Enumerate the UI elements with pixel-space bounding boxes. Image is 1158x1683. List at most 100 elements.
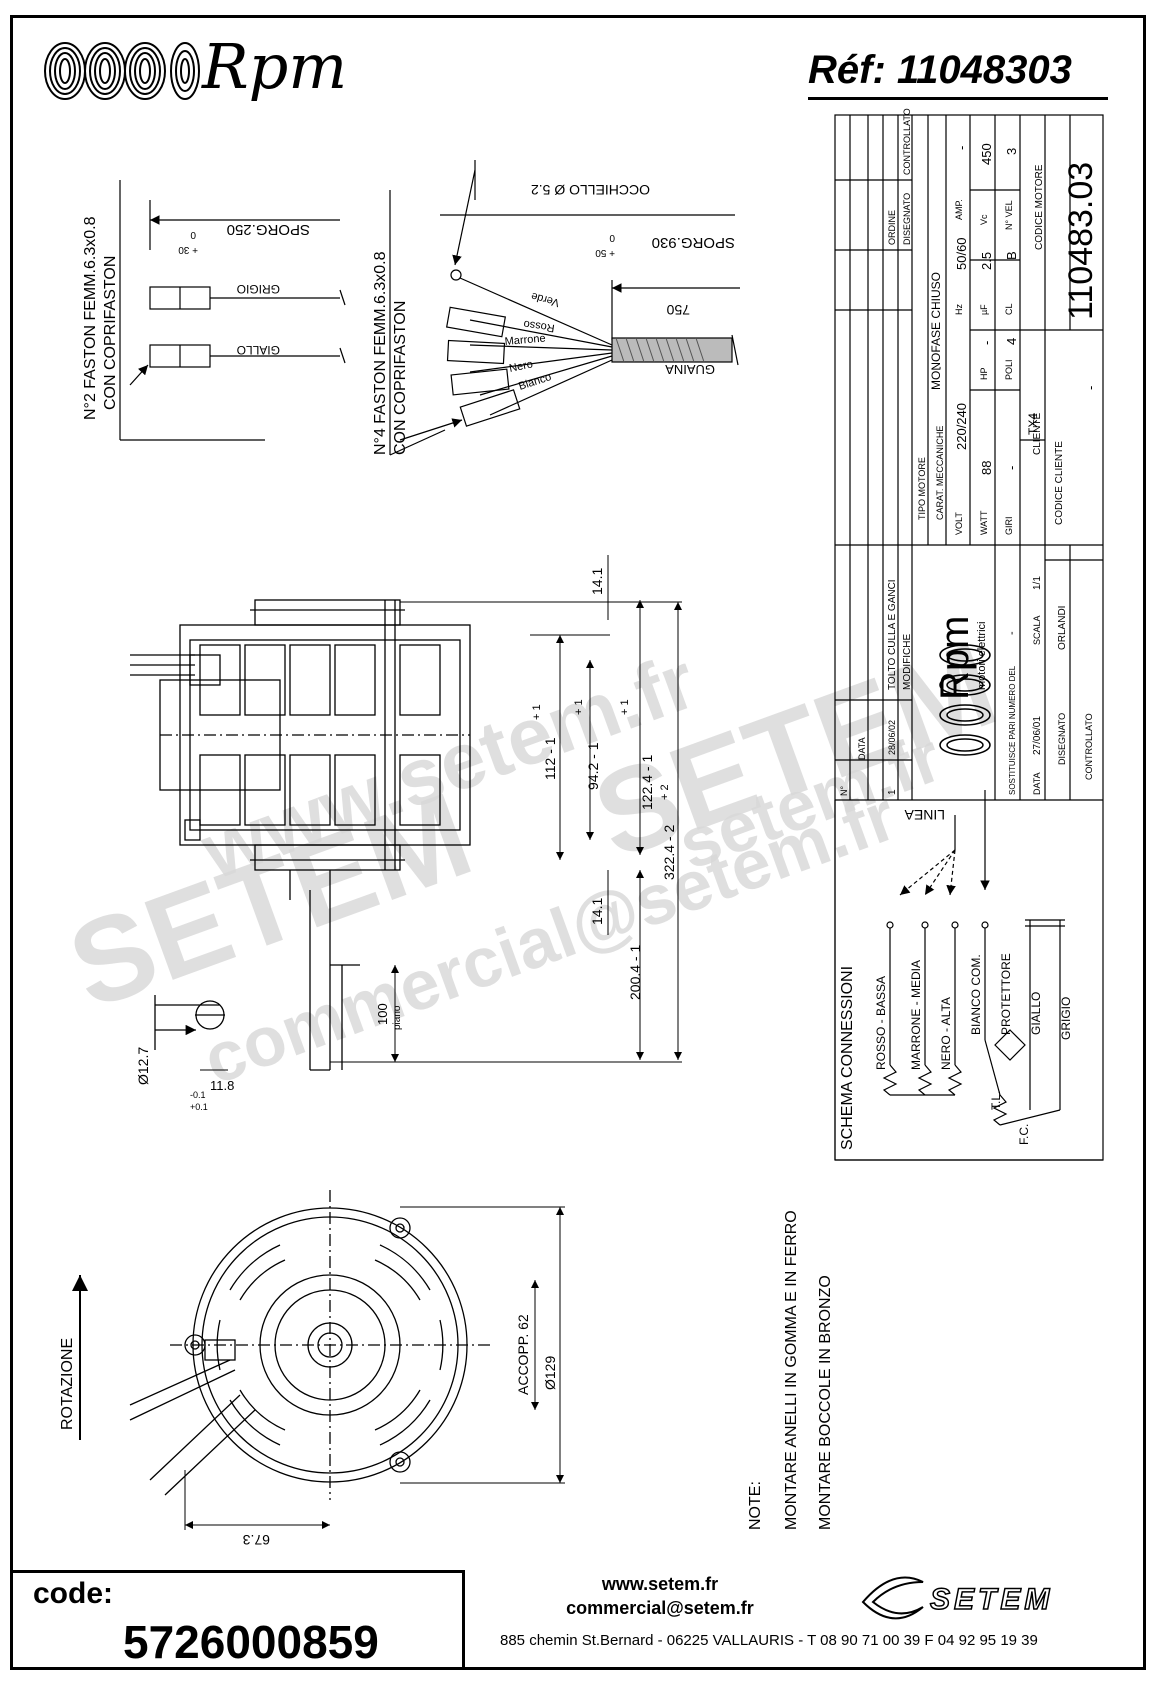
tb-disegnato: ORLANDI (1057, 606, 1068, 650)
dim-200-4: 200.4 - 1 (627, 945, 643, 1000)
brand-name: Rpm (202, 30, 348, 103)
schema-fc: F.C. (1017, 1124, 1031, 1145)
setem-swoosh-icon (861, 1576, 924, 1620)
rotation-label: ROTAZIONE (59, 1338, 76, 1430)
tb-sostituisce: - (1006, 631, 1018, 635)
connector-four-note: N°4 FASTON FEMM.6.3x0.8 (372, 251, 389, 455)
tb-tipo-motore: MONOFASE CHIUSO (929, 272, 943, 390)
note-line-1: MONTARE ANELLI IN GOMMA E IN FERRO (783, 1210, 800, 1530)
wire-label-rosso: Rosso (523, 318, 556, 334)
wire-label-giallo: GIALLO (237, 343, 280, 357)
tb-vc: 450 (979, 143, 994, 165)
tb-sostituisce-label: SOSTITUISCE PARI NUMERO DEL (1008, 665, 1017, 795)
tb-cl-label: CL (1004, 303, 1014, 315)
connector-four-note-2: CON COPRIFASTON (392, 301, 409, 455)
notes: NOTE: MONTARE ANELLI IN GOMMA E IN FERRO… (747, 1210, 834, 1530)
connector-group-two: N°2 FASTON FEMM.6.3x0.8 CON COPRIFASTON … (82, 180, 346, 441)
connector-two-note: N°2 FASTON FEMM.6.3x0.8 (82, 216, 99, 420)
schema-item-grigio: GRIGIO (1059, 997, 1073, 1040)
dim-122-4: 122.4 - 1 (639, 755, 655, 810)
wire-label-marrone: Marrone (504, 332, 546, 348)
tb-codice-cliente-label: CODICE CLIENTE (1054, 441, 1065, 525)
tb-cl: B (1004, 251, 1019, 260)
side-view-dimensions: 14.1 112 - 1 + 1 94.2 - 1 + 1 122.4 - 1 … (135, 555, 682, 1112)
tb-amp: - (954, 146, 969, 150)
dim-122-4-tol: + 1 (619, 699, 631, 715)
tb-volt-label: VOLT (954, 512, 964, 535)
tb-tx: TX4 (1026, 413, 1040, 435)
tb-hp: - (979, 341, 994, 345)
sporg-930-tol: + 50 (595, 247, 615, 258)
wiring-schema: SCHEMA CONNESSIONI LINEA ROSSO - BASSA M… (834, 790, 1103, 1161)
schema-item-bianco: BIANCO COM. (969, 954, 983, 1035)
tb-col-controllato: CONTROLLATO (902, 108, 912, 175)
code-label: code: (33, 1577, 114, 1610)
dim-100-note: piano (392, 1005, 403, 1030)
wire-label-nero: Nero (508, 358, 534, 375)
schema-item-giallo: GIALLO (1029, 992, 1043, 1035)
tb-scala: 1/1 (1032, 576, 1043, 590)
dim-67-3: 67.3 (243, 1532, 270, 1548)
website-link[interactable]: www.setem.fr (601, 1574, 719, 1594)
tb-rev-n: 1 (887, 789, 898, 795)
tb-hz-label: Hz (954, 304, 964, 315)
tb-watt-label: WATT (979, 510, 989, 535)
wire-label-grigio: GRIGIO (237, 282, 280, 296)
dim-phi-12-7: Ø12.7 (135, 1047, 151, 1085)
tb-col-disegnato: DISEGNATO (902, 193, 912, 245)
tb-col-ordine: ORDINE (887, 210, 897, 245)
tb-carat-label: CARAT. MECCANICHE (935, 426, 945, 520)
tb-tipo-motore-label: TIPO MOTORE (917, 457, 927, 520)
tb-rev-desc: TOLTO CULLA E GANCI (887, 579, 898, 690)
schema-linea: LINEA (904, 807, 945, 823)
dim-14-1-bottom: 14.1 (589, 898, 605, 925)
tb-codice-motore-label: CODICE MOTORE (1034, 164, 1045, 250)
dim-322-4: 322.4 - 2 (661, 825, 677, 880)
connector-two-note-2: CON COPRIFASTON (102, 256, 119, 410)
dim-11-8: 11.8 (210, 1078, 234, 1093)
tb-nvel-label: N° VEL (1004, 200, 1014, 230)
title-block: N° DATA ORDINE DISEGNATO CONTROLLATO 1 2… (834, 108, 1104, 1161)
sporg-250-tol: + 30 (178, 244, 198, 255)
tb-hp-label: HP (979, 367, 989, 380)
dim-100: 100 (375, 1003, 390, 1025)
motor-side-view (130, 599, 471, 1071)
schema-title: SCHEMA CONNESSIONI (839, 966, 856, 1150)
company-address: 885 chemin St.Bernard - 06225 VALLAURIS … (500, 1632, 1038, 1649)
dim-11-8-tol: -0.1 (190, 1090, 206, 1100)
tb-amp-label: AMP. (954, 199, 964, 220)
tb-nvel: 3 (1004, 148, 1019, 155)
dim-94-2: 94.2 - 1 (585, 742, 601, 790)
reference-underline (808, 97, 1108, 100)
dim-phi-129: Ø129 (542, 1356, 558, 1390)
front-view-dimensions: Ø129 ACCOPP. 62 67.3 ROTAZIONE (59, 1206, 565, 1548)
tb-volt: 220/240 (954, 403, 969, 450)
dim-11-8-tol-2: +0.1 (190, 1102, 208, 1112)
tb-carat-value: - (934, 366, 946, 370)
tb-rev-data: 28/06/02 (887, 720, 897, 755)
tb-giri: - (1004, 466, 1019, 470)
tb-hz: 50/60 (954, 237, 969, 270)
setem-logo: SETEM (929, 1582, 1054, 1617)
tb-scala-label: SCALA (1032, 615, 1042, 645)
sporg-250-dim: SPORG.250 (227, 221, 310, 238)
dim-112: 112 - 1 (542, 737, 558, 780)
rpm-coil-logo-icon (44, 42, 200, 100)
schema-item-rosso: ROSSO - BASSA (874, 976, 888, 1070)
tb-uf-label: µF (979, 304, 989, 315)
email-link[interactable]: commercial@setem.fr (566, 1598, 754, 1618)
dim-322-4-tol: + 2 (659, 784, 671, 800)
accopp-label: ACCOPP. 62 (515, 1314, 531, 1395)
tb-controllato-label: CONTROLLATO (1084, 713, 1094, 780)
tb-codice-cliente: - (1083, 386, 1098, 390)
occhiello-label: OCCHIELLO Ø 5.2 (531, 182, 650, 198)
tb-uf: 2.5 (979, 252, 994, 270)
tb-codice-motore: 110483.03 (1062, 162, 1100, 320)
tb-col-n: N° (839, 786, 849, 796)
dim-94-2-tol: + 1 (573, 699, 585, 715)
guaina-label: GUAINA (665, 362, 715, 377)
tb-poli: 4 (1004, 338, 1019, 345)
note-line-2: MONTARE BOCCOLE IN BRONZO (817, 1275, 834, 1530)
tb-giri-label: GIRI (1004, 516, 1014, 535)
